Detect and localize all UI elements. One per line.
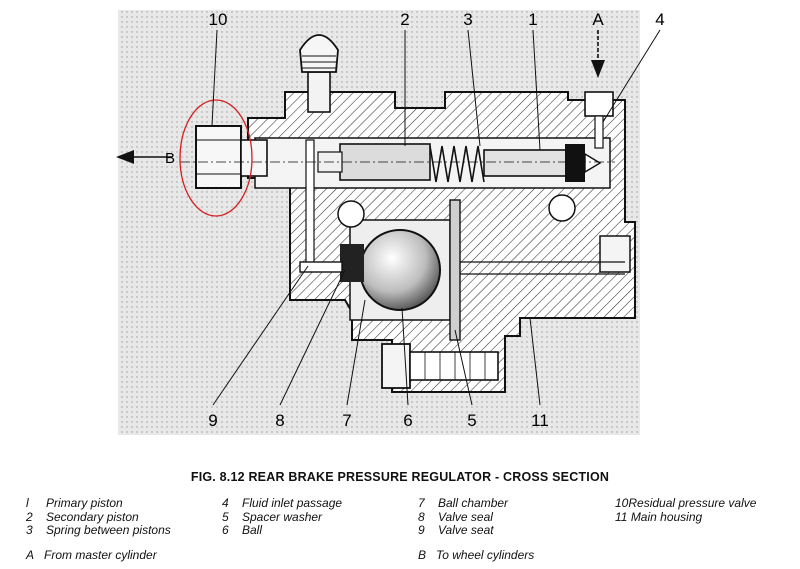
callout-10: 10 <box>209 10 228 29</box>
callout-8: 8 <box>275 411 284 430</box>
vertical-passage <box>305 139 315 266</box>
callout-7: 7 <box>342 411 351 430</box>
legend-item: 10Residual pressure valve <box>615 496 757 510</box>
bleed-nipple <box>299 34 339 113</box>
callout-6: 6 <box>403 411 412 430</box>
callout-4: 4 <box>655 10 664 29</box>
callout-2: 2 <box>400 10 409 29</box>
valve-seal-ring <box>340 244 364 282</box>
arrow-from-master-cylinder <box>591 30 605 78</box>
fluid-inlet-passage <box>594 115 604 149</box>
ball <box>359 229 441 311</box>
callout-1: 1 <box>528 10 537 29</box>
residual-valve-body <box>195 125 242 189</box>
legend-column-4: 10Residual pressure valve 11 Main housin… <box>615 496 757 524</box>
legend-item: 11 Main housing <box>615 509 703 524</box>
callout-11: 11 <box>531 411 549 430</box>
fitting-neck <box>240 139 268 177</box>
callout-a: A <box>592 10 604 29</box>
lower-chamber <box>599 235 631 273</box>
arrow-to-wheel-cylinders <box>116 150 172 164</box>
callout-3: 3 <box>463 10 472 29</box>
figure-caption: FIG. 8.12 REAR BRAKE PRESSURE REGULATOR … <box>190 470 610 484</box>
mount-hole-left <box>337 200 365 228</box>
callout-b: B <box>165 150 175 167</box>
valve-seat <box>299 261 343 273</box>
highlight-ellipse <box>179 99 253 217</box>
primary-piston-tip <box>584 152 602 174</box>
mount-hole-right <box>548 194 576 222</box>
spacer-washer <box>449 199 461 341</box>
callout-5: 5 <box>467 411 476 430</box>
spring <box>429 145 485 183</box>
callout-9: 9 <box>208 411 217 430</box>
cross-section-diagram: 10 2 3 1 A 4 B 9 8 7 6 5 11 <box>116 10 665 435</box>
leader-lines <box>211 29 661 406</box>
primary-piston-seal <box>565 144 585 182</box>
